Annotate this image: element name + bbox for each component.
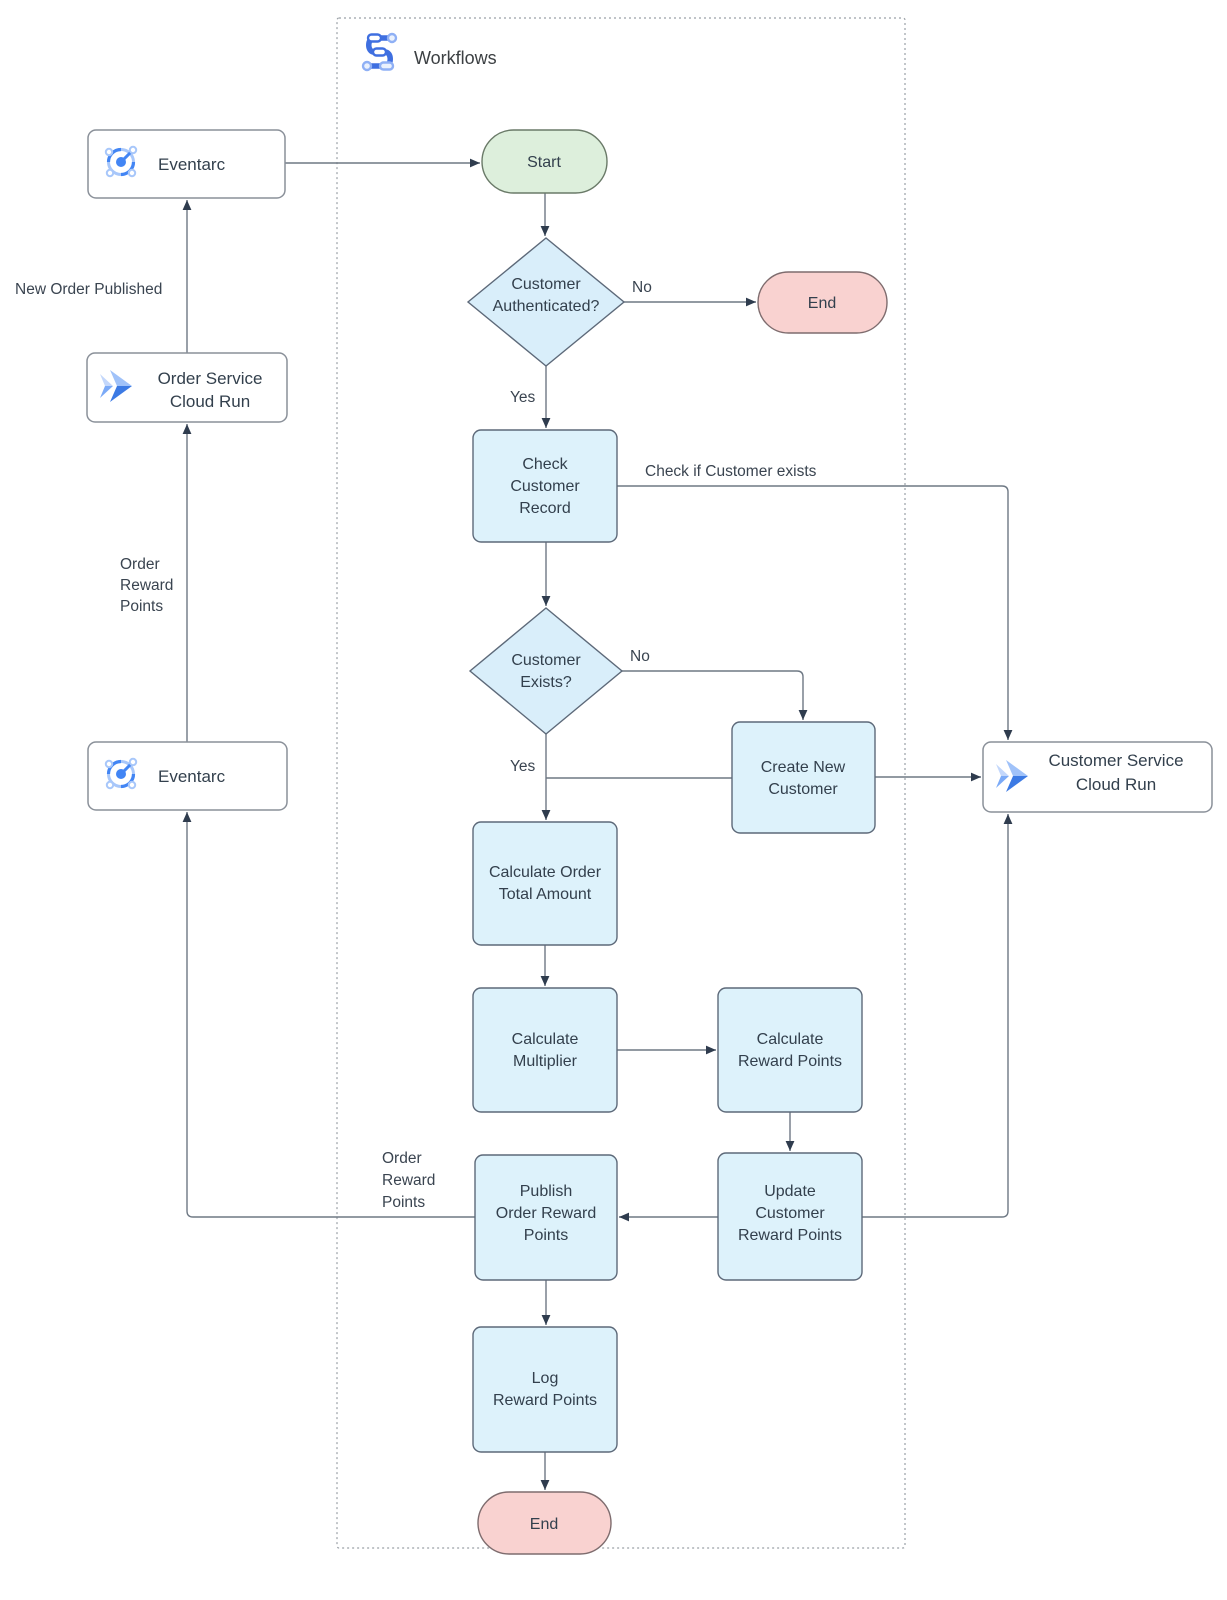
node-log-reward-points: Log Reward Points — [472, 1326, 618, 1453]
node-end-top: End — [757, 271, 888, 334]
svg-text:Total Amount: Total Amount — [499, 886, 592, 903]
workflows-icon — [361, 32, 398, 72]
edge-check-record-to-customer-service — [617, 485, 1013, 740]
node-end-bottom: End — [477, 1491, 612, 1555]
svg-text:Points: Points — [120, 598, 163, 615]
svg-text:Start: Start — [527, 154, 561, 171]
svg-text:Create New: Create New — [761, 759, 846, 776]
edge-label-order-reward-points-up: Order Reward Points — [120, 556, 173, 615]
svg-text:Record: Record — [519, 500, 571, 517]
svg-text:Cloud Run: Cloud Run — [1076, 775, 1156, 794]
edge-no-to-create-customer — [622, 670, 808, 720]
svg-text:Calculate: Calculate — [512, 1031, 579, 1048]
svg-text:Customer Service: Customer Service — [1048, 751, 1183, 770]
cloud-run-icon — [100, 370, 132, 402]
node-start: Start — [481, 129, 608, 194]
svg-text:Publish: Publish — [520, 1183, 572, 1200]
node-customer-exists: Customer Exists? — [468, 607, 624, 735]
svg-text:Cloud Run: Cloud Run — [170, 392, 250, 411]
eventarc-icon — [104, 757, 138, 790]
svg-text:Customer: Customer — [511, 276, 581, 293]
node-update-customer-reward-points: Update Customer Reward Points — [717, 1152, 863, 1281]
svg-text:Points: Points — [382, 1194, 425, 1211]
workflows-title: Workflows — [414, 48, 497, 68]
svg-text:Order: Order — [120, 556, 160, 573]
svg-text:Order: Order — [382, 1150, 422, 1167]
node-check-customer-record: Check Customer Record — [472, 429, 618, 543]
node-publish-order-reward-points: Publish Order Reward Points — [474, 1154, 618, 1281]
node-eventarc-bottom: Eventarc — [87, 741, 288, 811]
svg-text:End: End — [808, 295, 836, 312]
cloud-run-icon — [996, 760, 1028, 792]
edge-update-to-customer-service — [862, 814, 1013, 1218]
svg-text:Order Service: Order Service — [158, 369, 263, 388]
svg-text:End: End — [530, 1516, 558, 1533]
edge-label-new-order-published: New Order Published — [15, 281, 162, 298]
svg-text:Calculate Order: Calculate Order — [489, 864, 602, 881]
svg-text:Eventarc: Eventarc — [158, 767, 226, 786]
svg-text:Update: Update — [764, 1183, 816, 1200]
svg-text:Check: Check — [522, 456, 568, 473]
svg-text:Customer: Customer — [510, 478, 580, 495]
node-create-new-customer: Create New Customer — [731, 721, 876, 834]
node-customer-service-cloud-run: Customer Service Cloud Run — [982, 741, 1213, 813]
svg-text:Authenticated?: Authenticated? — [493, 298, 600, 315]
node-calculate-multiplier: Calculate Multiplier — [472, 987, 618, 1113]
edge-label-order-reward-points-left: Order Reward Points — [382, 1150, 435, 1211]
edge-label-no-auth: No — [632, 279, 652, 296]
svg-text:Calculate: Calculate — [757, 1031, 824, 1048]
svg-text:Reward: Reward — [382, 1172, 435, 1189]
svg-text:Eventarc: Eventarc — [158, 155, 226, 174]
svg-text:Reward: Reward — [120, 577, 173, 594]
edge-publish-to-eventarc-bottom — [182, 812, 475, 1218]
node-calculate-order-total: Calculate Order Total Amount — [472, 821, 618, 946]
edge-label-check-if-customer-exists: Check if Customer exists — [645, 463, 817, 480]
svg-text:Reward Points: Reward Points — [738, 1053, 842, 1070]
svg-text:Exists?: Exists? — [520, 674, 572, 691]
svg-text:Points: Points — [524, 1227, 568, 1244]
node-calculate-reward-points: Calculate Reward Points — [717, 987, 863, 1113]
edges — [182, 158, 1013, 1490]
svg-text:Customer: Customer — [768, 781, 838, 798]
svg-text:Log: Log — [532, 1370, 559, 1387]
svg-text:Reward Points: Reward Points — [493, 1392, 597, 1409]
workflows-container — [336, 17, 906, 1549]
node-order-service-cloud-run: Order Service Cloud Run — [86, 352, 288, 423]
svg-text:Order Reward: Order Reward — [496, 1205, 596, 1222]
svg-text:Multiplier: Multiplier — [513, 1053, 578, 1070]
edge-label-no-exists: No — [630, 648, 650, 665]
eventarc-icon — [104, 145, 138, 178]
edge-label-yes-auth: Yes — [510, 389, 536, 406]
node-eventarc-top: Eventarc — [87, 129, 286, 199]
svg-text:Customer: Customer — [755, 1205, 825, 1222]
node-customer-authenticated: Customer Authenticated? — [466, 237, 626, 367]
edge-label-yes-exists: Yes — [510, 758, 536, 775]
svg-text:Reward Points: Reward Points — [738, 1227, 842, 1244]
svg-text:Customer: Customer — [511, 652, 581, 669]
